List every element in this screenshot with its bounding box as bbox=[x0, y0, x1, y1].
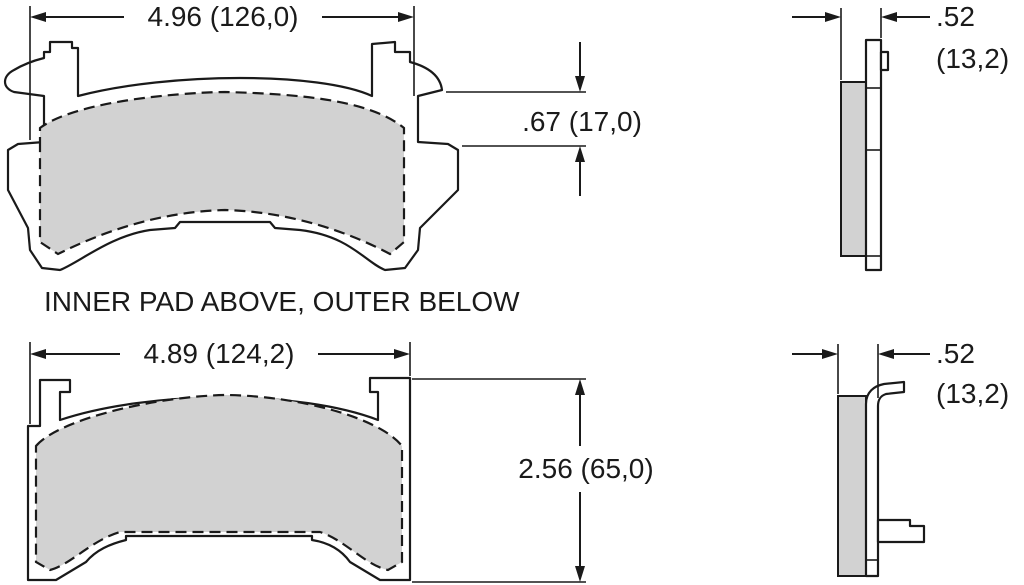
inner-thickness-dimension: .52 (13,2) bbox=[792, 1, 1009, 80]
arrowhead-down bbox=[575, 76, 585, 92]
outer-side-backing-plate bbox=[864, 380, 906, 578]
outer-pad-front-view bbox=[26, 376, 412, 582]
outer-side-friction bbox=[837, 395, 867, 577]
inner-width-dimension: 4.96 (126,0) bbox=[29, 1, 415, 140]
arrowhead-up bbox=[575, 146, 585, 162]
arrowhead-right bbox=[398, 12, 414, 22]
diagram-caption: INNER PAD ABOVE, OUTER BELOW bbox=[44, 286, 520, 317]
arrowhead-right bbox=[394, 349, 410, 359]
inner-width-label: 4.96 (126,0) bbox=[148, 1, 299, 32]
arrowhead-left bbox=[881, 12, 897, 22]
inner-side-friction bbox=[840, 81, 868, 257]
inner-pad-friction-material bbox=[38, 90, 406, 256]
inner-pad-front-view bbox=[3, 40, 460, 272]
arrowhead-up bbox=[575, 379, 585, 395]
arrowhead-right bbox=[822, 349, 838, 359]
inner-side-clip bbox=[879, 50, 890, 72]
inner-side-backing-plate bbox=[864, 38, 883, 272]
outer-side-clip bbox=[876, 518, 926, 544]
outer-width-dimension: 4.89 (124,2) bbox=[29, 338, 411, 424]
outer-thickness-label-in: .52 bbox=[936, 338, 975, 369]
outer-pad-friction-material bbox=[34, 393, 404, 572]
arrowhead-right bbox=[825, 12, 841, 22]
outer-pad-side-view bbox=[837, 380, 926, 578]
inner-thickness-label-in: .52 bbox=[936, 1, 975, 32]
outer-height-label: 2.56 (65,0) bbox=[518, 453, 653, 484]
inner-height-dimension: .67 (17,0) bbox=[446, 42, 642, 196]
inner-thickness-label-mm: (13,2) bbox=[936, 43, 1009, 74]
arrowhead-left bbox=[878, 349, 894, 359]
arrowhead-left bbox=[30, 349, 46, 359]
outer-height-dimension: 2.56 (65,0) bbox=[412, 378, 654, 583]
arrowhead-left bbox=[30, 12, 46, 22]
outer-width-label: 4.89 (124,2) bbox=[144, 338, 295, 369]
outer-thickness-label-mm: (13,2) bbox=[936, 378, 1009, 409]
inner-pad-side-view bbox=[840, 38, 890, 272]
inner-height-label: .67 (17,0) bbox=[522, 106, 642, 137]
arrowhead-down bbox=[575, 566, 585, 582]
outer-thickness-dimension: .52 (13,2) bbox=[792, 338, 1009, 409]
